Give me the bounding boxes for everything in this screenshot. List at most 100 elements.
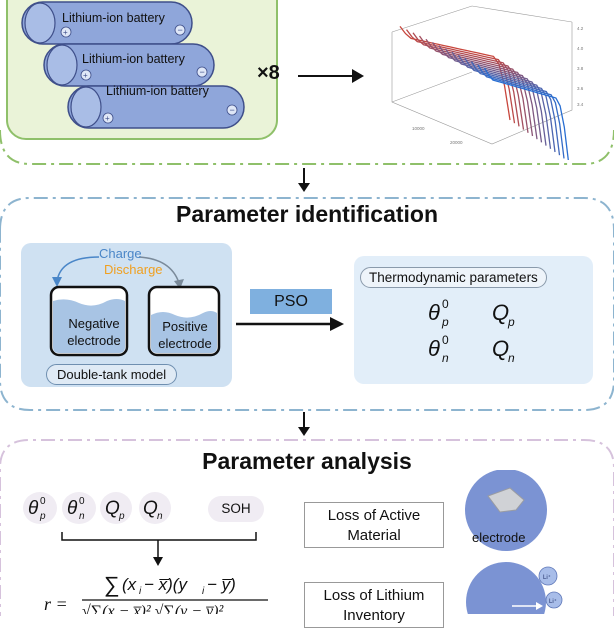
- correlation-lhs: r =: [44, 594, 68, 614]
- negative-tank: [49, 285, 129, 357]
- loss-lithium-line1: Loss of Lithium: [323, 587, 425, 604]
- svg-text:−: −: [200, 67, 205, 77]
- svg-text:+: +: [63, 28, 68, 37]
- svg-text:10000: 10000: [412, 126, 425, 131]
- electrode-spheres: Li⁺ Li⁺: [465, 470, 563, 614]
- loss-active-line2: Material: [347, 527, 401, 544]
- q-n-symbol: Q: [492, 336, 509, 361]
- loss-active-line1: Loss of Active: [327, 507, 421, 524]
- svg-text:3.8: 3.8: [577, 66, 584, 71]
- svg-text:(x: (x: [122, 575, 137, 594]
- svg-text:Li⁺: Li⁺: [543, 574, 551, 581]
- electrode-sphere-active: [465, 470, 547, 551]
- surface-curve: [470, 61, 561, 156]
- plot-axes: [391, 5, 573, 145]
- negative-electrode-line2: electrode: [67, 333, 121, 348]
- svg-text:√∑(x − x̅)² √∑(y − y̅)²: √∑(x − x̅)² √∑(y − y̅)²: [82, 603, 224, 614]
- svg-text:+: +: [83, 71, 88, 80]
- svg-text:− y̅): − y̅): [207, 575, 236, 594]
- svg-text:Li⁺: Li⁺: [549, 598, 557, 605]
- positive-electrode-line1: Positive: [162, 319, 208, 334]
- surface-curve: [444, 48, 543, 143]
- surface-curve: [431, 42, 534, 137]
- svg-text:20000: 20000: [450, 140, 463, 145]
- svg-text:n: n: [442, 351, 449, 365]
- svg-text:∑: ∑: [104, 572, 120, 597]
- svg-text:p: p: [39, 511, 46, 522]
- surface-curve: [425, 38, 529, 133]
- arrow-right-pso-icon: [236, 317, 344, 331]
- pso-box: PSO: [250, 289, 332, 314]
- positive-electrode-label: Positive electrode: [149, 318, 221, 352]
- battery-label-2: Lithium-ion battery: [82, 52, 186, 66]
- loss-lithium-line2: Inventory: [343, 607, 405, 624]
- positive-tank: [147, 285, 221, 357]
- svg-text:Q: Q: [143, 498, 158, 519]
- battery-1: + −: [21, 1, 193, 45]
- top-section-border: [0, 129, 614, 165]
- surface-curve: [457, 54, 552, 149]
- svg-text:Q: Q: [105, 498, 120, 519]
- svg-text:0: 0: [442, 297, 449, 311]
- bracket-arrow-icon: [61, 532, 257, 566]
- svg-text:i: i: [202, 586, 205, 597]
- multiplier-label: ×8: [257, 62, 280, 84]
- surface-curves: [399, 26, 569, 160]
- negative-electrode-label: Negative electrode: [51, 315, 137, 349]
- svg-text:3.4: 3.4: [577, 102, 584, 107]
- surface-curve: [483, 67, 569, 160]
- svg-text:p: p: [118, 511, 125, 522]
- positive-electrode-line2: electrode: [158, 336, 212, 351]
- arrow-down-icon-2: [298, 412, 310, 436]
- charge-label: Charge: [99, 246, 142, 261]
- plot-ticks: 4.2 4.0 3.8 3.6 3.4 10000 20000: [412, 26, 584, 145]
- svg-text:0: 0: [442, 333, 449, 347]
- double-tank-diagram: [49, 256, 221, 357]
- svg-text:θ: θ: [28, 498, 39, 519]
- loss-lithium-box: Loss of Lithium Inventory: [304, 582, 444, 628]
- analysis-title: Parameter analysis: [202, 448, 412, 474]
- svg-text:+: +: [105, 114, 110, 123]
- identification-section-border: [0, 197, 614, 411]
- electrode-sphere-label: electrode: [472, 530, 526, 545]
- svg-text:n: n: [508, 351, 515, 365]
- svg-text:4.2: 4.2: [577, 26, 584, 31]
- battery-2: + −: [43, 43, 215, 87]
- svg-text:i: i: [139, 586, 142, 597]
- svg-text:0: 0: [79, 496, 85, 507]
- battery-stack: + − + − + − Lithium-ion battery Lithium-…: [21, 1, 245, 129]
- surface-curve: [464, 58, 556, 153]
- theta-n-symbol: θ: [428, 336, 440, 361]
- svg-text:n: n: [157, 511, 163, 522]
- svg-text:p: p: [441, 315, 449, 329]
- svg-text:3.6: 3.6: [577, 86, 584, 91]
- svg-text:− x̅)(y: − x̅)(y: [144, 575, 188, 594]
- double-tank-model-label: Double-tank model: [46, 364, 178, 385]
- electrode-sphere-lithium: Li⁺ Li⁺: [466, 562, 563, 614]
- battery-3: + −: [67, 85, 245, 129]
- svg-text:−: −: [178, 25, 183, 35]
- thermodynamic-title: Thermodynamic parameters: [360, 267, 547, 288]
- theta-p-symbol: θ: [428, 300, 440, 325]
- svg-text:4.0: 4.0: [577, 46, 584, 51]
- negative-electrode-line1: Negative: [68, 316, 120, 331]
- svg-text:θ: θ: [67, 498, 78, 519]
- svg-text:−: −: [230, 105, 235, 115]
- battery-label-3: Lithium-ion battery: [106, 84, 210, 98]
- arrow-right-icon: [298, 69, 364, 83]
- surface-curve: [451, 51, 547, 146]
- svg-text:n: n: [79, 511, 85, 522]
- discharge-label: Discharge: [104, 262, 163, 277]
- surface-curve: [438, 45, 538, 140]
- identification-title: Parameter identification: [175, 201, 439, 227]
- loss-active-material-box: Loss of Active Material: [304, 502, 444, 548]
- svg-text:p: p: [507, 315, 515, 329]
- voltage-surface-plot: 4.2 4.0 3.8 3.6 3.4 10000 20000: [391, 5, 584, 160]
- q-p-symbol: Q: [492, 300, 509, 325]
- arrow-down-icon: [298, 168, 310, 192]
- soh-label: SOH: [208, 496, 264, 522]
- svg-text:0: 0: [40, 496, 46, 507]
- battery-label-1: Lithium-ion battery: [62, 11, 166, 25]
